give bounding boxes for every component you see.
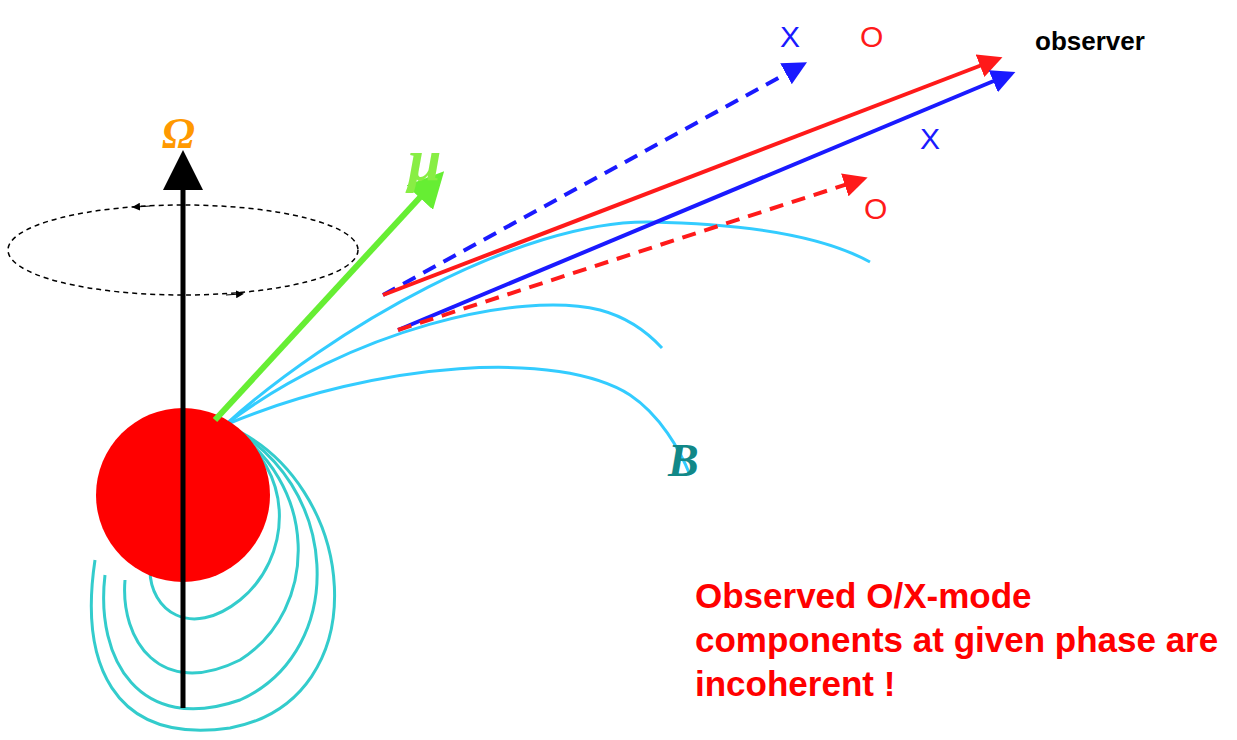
field-line xyxy=(225,305,662,425)
field-line xyxy=(225,367,690,475)
rotation-axis-label: Ω xyxy=(162,112,195,156)
o-mode-ray-dashed xyxy=(398,180,860,330)
rotation-axis xyxy=(181,160,186,708)
magnetic-axis xyxy=(215,180,436,420)
o-mode-ray xyxy=(383,60,995,295)
x-mode-ray xyxy=(398,75,1008,330)
open-field-lines xyxy=(225,222,870,475)
rotation-path xyxy=(8,205,358,295)
rotation-arrow xyxy=(226,294,240,295)
x-mode-ray-dashed xyxy=(383,66,800,295)
note-text: Observed O/X-mode components at given ph… xyxy=(695,574,1225,705)
magnetic-moment-label: μ xyxy=(408,130,441,190)
mode-label: X xyxy=(780,22,800,52)
field-label: B xyxy=(668,438,699,484)
mode-label: O xyxy=(860,22,883,52)
rotation-arrow xyxy=(136,206,150,207)
mode-label: O xyxy=(864,194,887,224)
observer-label: observer xyxy=(1035,28,1145,54)
field-line xyxy=(225,222,870,425)
mode-label: X xyxy=(920,124,940,154)
